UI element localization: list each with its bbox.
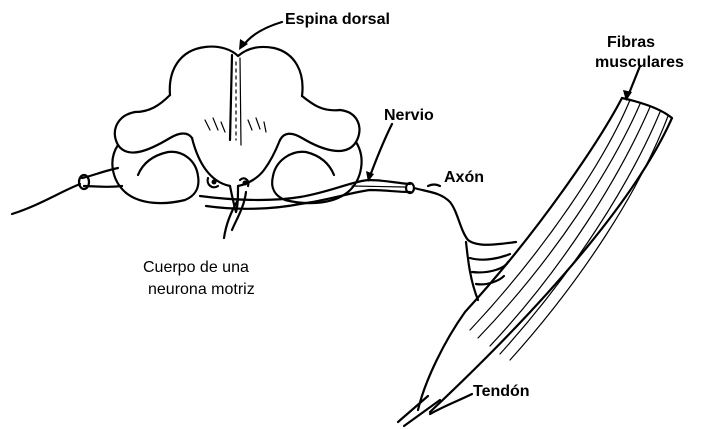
label-muscle-fibers-line1: Fibras xyxy=(607,34,655,51)
nerve-trunk xyxy=(300,180,414,204)
axon-path xyxy=(414,188,516,300)
muscle-fibers xyxy=(398,98,672,426)
label-tendon: Tendón xyxy=(473,383,530,400)
label-neuron-body-line2: neurona motriz xyxy=(148,281,255,298)
label-nerve: Nervio xyxy=(384,107,434,124)
spinal-cord-section xyxy=(12,47,362,214)
label-muscle-fibers-line2: musculares xyxy=(595,54,684,71)
label-axon: Axón xyxy=(444,169,484,186)
label-spinal-cord: Espina dorsal xyxy=(285,11,390,28)
leader-lines xyxy=(224,22,640,414)
label-neuron-body-line1: Cuerpo de una xyxy=(143,259,249,276)
labels-group: Espina dorsal Fibras musculares Nervio A… xyxy=(143,11,684,400)
